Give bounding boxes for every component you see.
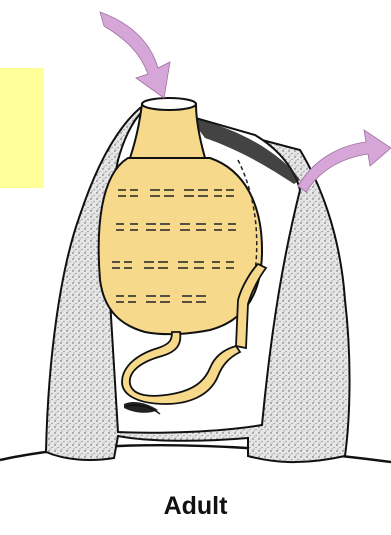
diagram-caption: Adult <box>0 492 391 521</box>
label-box <box>0 68 44 188</box>
excurrent-arrow-icon <box>298 130 391 192</box>
siphon-opening <box>142 98 196 110</box>
incurrent-siphon <box>130 104 205 158</box>
incurrent-arrow-icon <box>100 12 170 98</box>
